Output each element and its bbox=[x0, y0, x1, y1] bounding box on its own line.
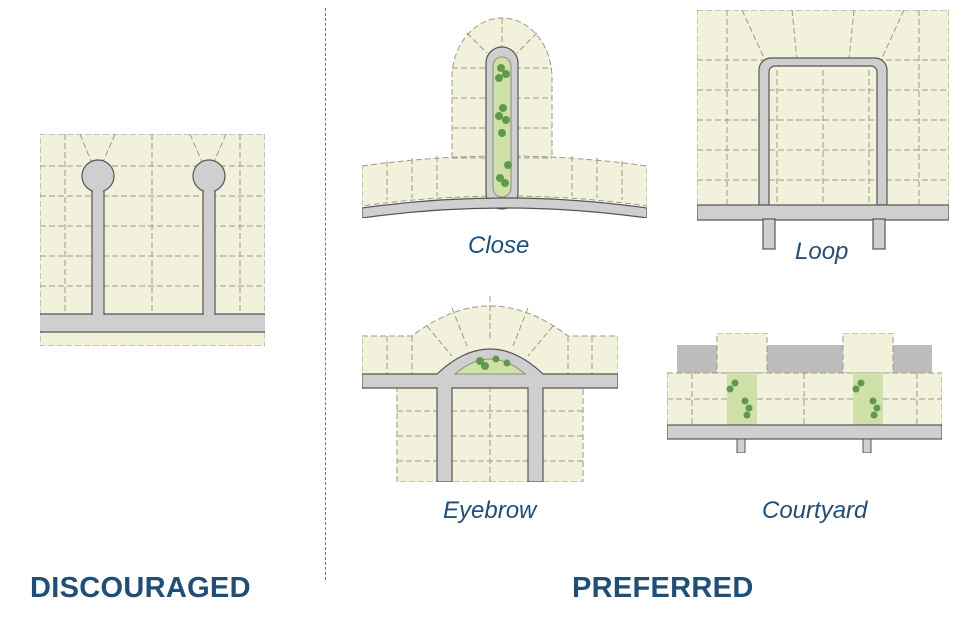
heading-preferred: PREFERRED bbox=[572, 572, 754, 604]
heading-discouraged: DISCOURAGED bbox=[30, 572, 251, 604]
caption-courtyard: Courtyard bbox=[762, 497, 868, 524]
tree-icon bbox=[497, 64, 505, 72]
close-diagram bbox=[362, 8, 647, 218]
loop-diagram bbox=[697, 10, 949, 250]
caption-eyebrow: Eyebrow bbox=[443, 497, 537, 524]
section-divider bbox=[325, 8, 326, 580]
eyebrow-diagram bbox=[362, 296, 618, 482]
courtyard-diagram bbox=[667, 333, 942, 453]
caption-loop: Loop bbox=[795, 238, 849, 265]
cul-de-sac-diagram bbox=[40, 134, 265, 346]
caption-close: Close bbox=[468, 232, 530, 259]
